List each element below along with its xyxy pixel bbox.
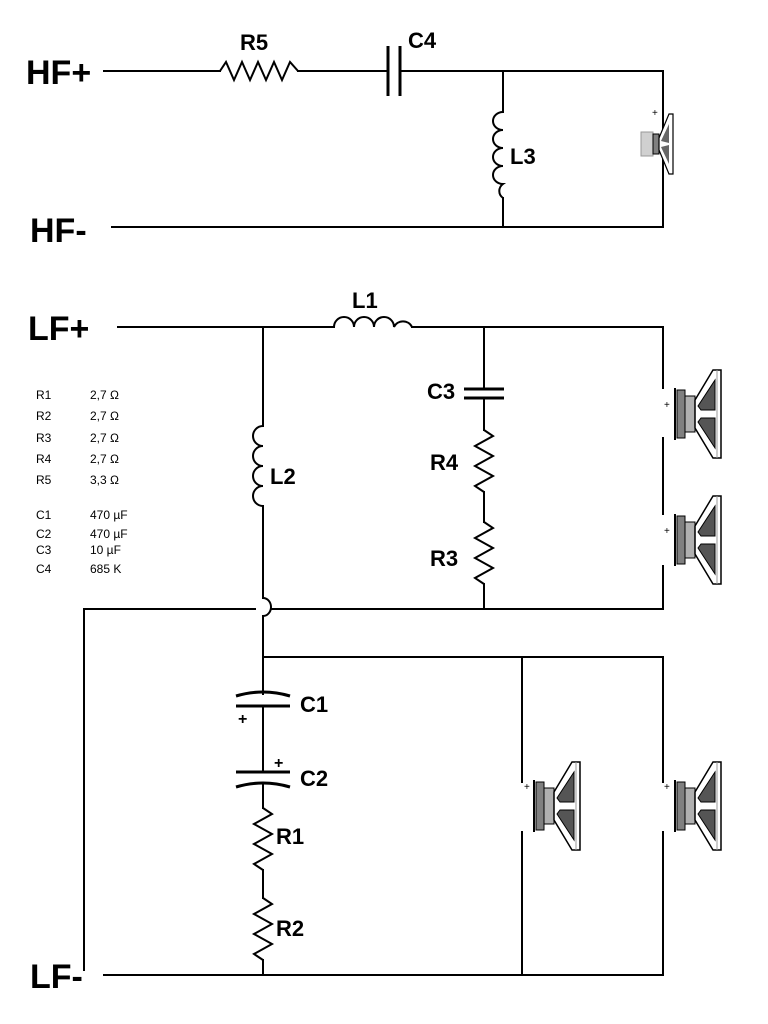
resistor-r3	[472, 521, 496, 585]
inductor-l2	[252, 425, 264, 507]
label-r3: R3	[430, 546, 458, 571]
label-l2: L2	[270, 464, 296, 489]
woofer1-plus-mark: +	[664, 400, 670, 411]
label-l3: L3	[510, 144, 536, 169]
woofer-speaker-2	[674, 495, 722, 585]
parts-list-name: C1	[36, 508, 52, 522]
parts-list-value: 2,7 Ω	[90, 452, 119, 466]
label-c2: C2	[300, 766, 328, 791]
inductor-l1	[333, 316, 413, 328]
parts-list-name: C3	[36, 543, 52, 557]
woofer-speaker-3	[533, 761, 581, 851]
parts-list-name: C2	[36, 527, 52, 541]
parts-list-name: R3	[36, 431, 52, 445]
label-c3: C3	[427, 379, 455, 404]
woofer-speaker-1	[674, 369, 722, 459]
woofer2-plus-mark: +	[664, 526, 670, 537]
c1-plus-mark: +	[238, 711, 247, 728]
tweeter-speaker	[640, 113, 674, 175]
parts-list-value: 685 K	[90, 562, 121, 576]
parts-list-value: 2,7 Ω	[90, 388, 119, 402]
parts-list-name: R5	[36, 473, 52, 487]
label-l1: L1	[352, 288, 378, 313]
label-c1: C1	[300, 692, 328, 717]
parts-list-name: R1	[36, 388, 52, 402]
c2-plus-mark: +	[274, 755, 283, 772]
resistor-r5	[219, 59, 299, 83]
parts-list-name: C4	[36, 562, 52, 576]
lf-minus-terminal: LF-	[30, 958, 83, 996]
parts-list-value: 470 µF	[90, 527, 128, 541]
label-r5: R5	[240, 30, 268, 55]
resistor-r2	[251, 897, 275, 961]
label-r2: R2	[276, 916, 304, 941]
parts-list-value: 2,7 Ω	[90, 431, 119, 445]
parts-list-value: 10 µF	[90, 543, 121, 557]
woofer4-plus-mark: +	[664, 782, 670, 793]
upper-woofers-return-wire	[83, 608, 256, 971]
label-r1: R1	[276, 824, 304, 849]
hf-plus-terminal: HF+	[26, 54, 91, 92]
parts-list-value: 2,7 Ω	[90, 409, 119, 423]
resistor-r4	[472, 429, 496, 493]
parts-list-name: R2	[36, 409, 52, 423]
tweeter-plus-mark: +	[652, 108, 658, 119]
inductor-l3	[492, 111, 507, 199]
hf-minus-terminal: HF-	[30, 212, 87, 250]
parts-list-name: R4	[36, 452, 52, 466]
resistor-r1	[251, 807, 275, 871]
wire-crossover-hop	[261, 596, 272, 618]
woofer3-plus-mark: +	[524, 782, 530, 793]
parts-list-value: 470 µF	[90, 508, 128, 522]
lf-plus-terminal: LF+	[28, 310, 89, 348]
label-r4: R4	[430, 450, 459, 475]
capacitor-c1	[235, 690, 291, 698]
parts-list-value: 3,3 Ω	[90, 473, 119, 487]
label-c4: C4	[408, 28, 437, 53]
parts-list: R1 2,7 Ω R2 2,7 Ω R3 2,7 Ω R4 2,7 Ω R5 3,3 Ω C1 470…	[36, 388, 128, 576]
woofer-speaker-4	[674, 761, 722, 851]
